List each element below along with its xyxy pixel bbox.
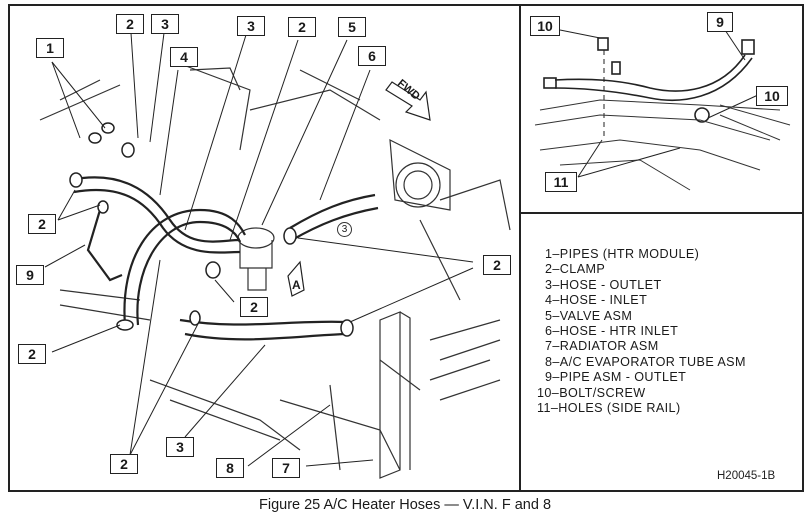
- legend-item: 8–A/C EVAPORATOR TUBE ASM: [545, 354, 746, 369]
- hose-outlet: [123, 208, 246, 326]
- hose-htr-inlet: [289, 193, 376, 229]
- callout-4: 4: [170, 47, 198, 67]
- clamp: [121, 142, 135, 158]
- callout-3: 3: [237, 16, 265, 36]
- callout-2: 2: [116, 14, 144, 34]
- figure-caption: Figure 25 A/C Heater Hoses — V.I.N. F an…: [258, 497, 552, 513]
- callout-9: 9: [16, 265, 44, 285]
- callout-2: 2: [288, 17, 316, 37]
- callout-2: 2: [110, 454, 138, 474]
- legend-item: 1–PIPES (HTR MODULE): [545, 247, 700, 261]
- callout-2: 2: [240, 297, 268, 317]
- legend-item: 6–HOSE - HTR INLET: [545, 324, 679, 339]
- legend-item: 5–VALVE ASM: [545, 308, 633, 323]
- callout-3: 3: [151, 14, 179, 34]
- callout-5: 5: [338, 17, 366, 37]
- callout-8: 8: [216, 458, 244, 478]
- callout-6: 6: [358, 46, 386, 66]
- callout-3: 3: [166, 437, 194, 457]
- pipe-asm-outlet: [554, 54, 746, 92]
- sketch-line: [39, 84, 121, 121]
- callout-9: 9: [707, 12, 733, 32]
- callout-2: 2: [483, 255, 511, 275]
- callout-2: 2: [28, 214, 56, 234]
- pipe-outlet-left: [86, 209, 123, 282]
- callout-7: 7: [272, 458, 300, 478]
- view-a-marker: [287, 260, 305, 297]
- legend-item: 7–RADIATOR ASM: [545, 339, 659, 354]
- legend-item: 4–HOSE - INLET: [545, 293, 648, 308]
- callout-2: 2: [18, 344, 46, 364]
- circled-3-label: 3: [337, 222, 352, 237]
- panel-divider-horizontal: [520, 212, 804, 214]
- reference-code: H20045-1B: [717, 470, 776, 482]
- parts-legend: 1–PIPES (HTR MODULE) 2–CLAMP 3–HOSE - OU…: [537, 247, 746, 416]
- legend-item: 3–HOSE - OUTLET: [545, 277, 662, 292]
- legend-item: 9–PIPE ASM - OUTLET: [545, 370, 687, 385]
- fwd-arrow-shape: [385, 81, 431, 121]
- legend-item: 10–BOLT/SCREW: [537, 385, 646, 400]
- legend-item: 11–HOLES (SIDE RAIL): [537, 401, 681, 416]
- hose-inlet: [69, 176, 241, 243]
- callout-11: 11: [545, 172, 577, 192]
- callout-1: 1: [36, 38, 64, 58]
- callout-10: 10: [756, 86, 788, 106]
- view-a-label: A: [292, 278, 301, 292]
- panel-divider-vertical: [519, 4, 521, 492]
- hose-radiator: [179, 318, 346, 326]
- figure-frame: [8, 4, 804, 492]
- callout-10: 10: [530, 16, 560, 36]
- legend-item: 2–CLAMP: [545, 262, 606, 277]
